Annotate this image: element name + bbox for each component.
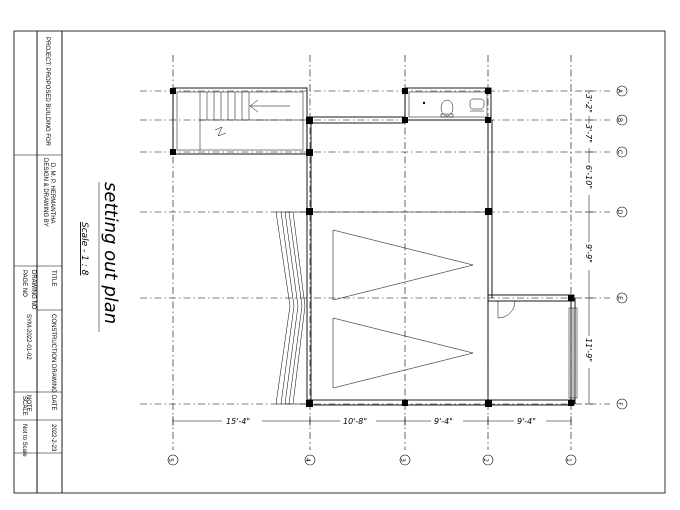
plan-scale: Scale - 1 : 8	[79, 222, 89, 276]
svg-text:A: A	[616, 89, 623, 94]
svg-text:3: 3	[399, 458, 406, 462]
dim-right-2: 3'-7"	[584, 124, 593, 143]
title-block: PROJECT: PROPOSED BUILDING FOR DESIGN & …	[14, 31, 63, 493]
title-label: TITLE	[50, 270, 56, 286]
columns	[170, 88, 574, 407]
dim-bottom-3: 9'-4"	[434, 417, 453, 426]
project-text: PROJECT: PROPOSED BUILDING FOR	[44, 37, 50, 147]
svg-text:2: 2	[482, 458, 489, 462]
window	[568, 307, 578, 399]
page-label: PAGE NO	[21, 270, 27, 297]
stair	[199, 92, 303, 150]
grid-bubble-f: F	[616, 398, 628, 410]
plan-title: setting out plan	[100, 182, 121, 324]
svg-text:B: B	[616, 118, 623, 122]
date-label: DATE	[50, 395, 56, 411]
scale-value: Not to Scale	[21, 424, 27, 457]
dim-right-5: 11'-9"	[584, 338, 593, 362]
svg-text:F: F	[616, 402, 623, 406]
scale-label-final: SCALE	[21, 396, 27, 416]
sloped-element	[275, 211, 307, 405]
svg-text:C: C	[616, 150, 623, 154]
note-label: NOTE	[25, 395, 31, 412]
sheet-border	[13, 30, 666, 494]
grid-bubble-5: 5	[167, 454, 179, 466]
grid-lines	[140, 55, 610, 450]
dim-right-3: 6'-10"	[584, 165, 593, 189]
door	[497, 300, 516, 319]
drawing-value: SYM-2022-01-02	[25, 314, 31, 360]
grid-bubble-3: 3	[399, 454, 411, 466]
grid-bubble-e: E	[616, 292, 628, 304]
designed-by-text: DESIGN & DRAWING BY	[42, 158, 48, 227]
title-value: CONSTRUCTION DRAWING	[50, 314, 56, 393]
dim-bottom-2: 10'-8"	[343, 417, 367, 426]
grid-bubble-1: 1	[565, 454, 577, 466]
grid-bubble-c: C	[616, 146, 628, 158]
dim-bottom-1: 15'-4"	[226, 417, 250, 426]
drawing-label: DRAWING NO	[30, 270, 36, 310]
svg-text:4: 4	[304, 458, 311, 462]
svg-text:1: 1	[565, 458, 572, 462]
svg-text:D: D	[616, 210, 623, 215]
svg-text:5: 5	[167, 458, 174, 462]
grid-bubble-a: A	[616, 85, 628, 97]
svg-text:E: E	[616, 296, 623, 300]
grid-bubble-d: D	[616, 206, 628, 218]
dim-right-1: 3'-2"	[584, 94, 593, 113]
walls	[172, 87, 576, 406]
dim-bottom-4: 9'-4"	[517, 417, 536, 426]
dim-right-4: 9'-9"	[584, 244, 593, 263]
open-area-markers	[332, 229, 474, 389]
designer-name-text: D. M. P. HERMANTHA	[49, 163, 55, 224]
grid-bubble-2: 2	[482, 454, 494, 466]
grid-bubble-b: B	[616, 114, 628, 126]
toilet-fixtures	[422, 98, 485, 118]
date-value: 2022-2-23	[50, 424, 56, 452]
grid-bubble-4: 4	[304, 454, 316, 466]
